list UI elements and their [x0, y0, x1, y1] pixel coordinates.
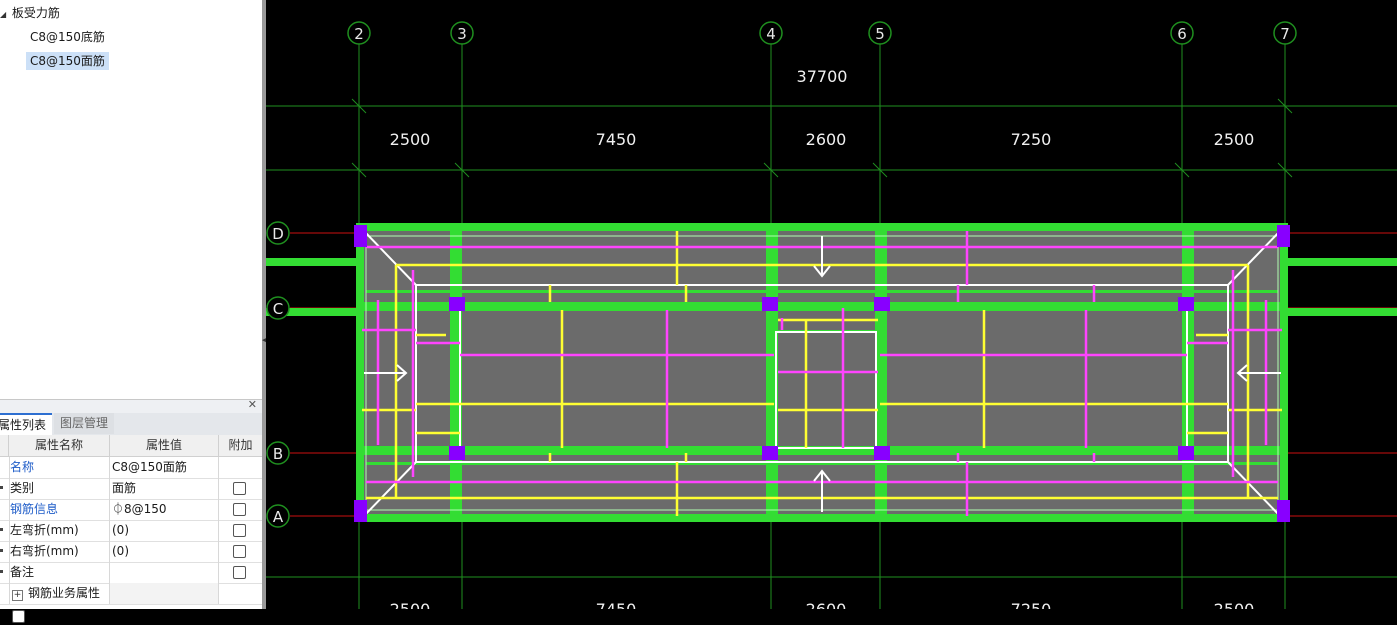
header-extra: 附加: [219, 435, 263, 457]
segment-dimension-bottom: 2600: [806, 600, 847, 609]
tab-layers[interactable]: 图层管理: [54, 413, 115, 434]
property-row-name[interactable]: 名称 C8@150面筋: [0, 457, 262, 479]
component-tree: ◢ 板受力筋 C8@150底筋 C8@150面筋: [0, 0, 262, 398]
expand-plus-icon[interactable]: +: [12, 590, 23, 601]
property-value[interactable]: (0): [112, 523, 129, 537]
tab-properties[interactable]: 属性列表: [0, 413, 53, 436]
tree-item-label: C8@150底筋: [30, 30, 105, 44]
extra-checkbox[interactable]: [233, 524, 246, 537]
property-row-category[interactable]: 类别 面筋: [0, 478, 262, 500]
segment-dimension-bottom: 7450: [596, 600, 637, 609]
property-value: [110, 583, 218, 604]
axis-label-6: 6: [1177, 25, 1187, 43]
segment-dimension: 7250: [1011, 130, 1052, 149]
segment-dimension-bottom: 2500: [1214, 600, 1255, 609]
header-name: 属性名称: [9, 435, 110, 457]
property-row-business[interactable]: + 钢筋业务属性: [0, 583, 262, 605]
columns: [354, 225, 1290, 522]
dimension-lines: [266, 98, 1397, 578]
grid-corner: [0, 435, 9, 457]
axis-label-D: D: [272, 225, 284, 243]
vertical-axis-bubbles: 2 3 4 5 6 7: [347, 21, 1297, 45]
property-grid: 属性名称 属性值 附加 名称 C8@150面筋 类别 面筋 钢筋信息 ⏀8@15…: [0, 435, 263, 623]
axis-label-5: 5: [875, 25, 885, 43]
cad-drawing-canvas[interactable]: 2 3 4 5 6 7 D C B A 37700 2500 7450 2600…: [266, 0, 1397, 609]
property-label: 类别: [10, 481, 35, 495]
extra-checkbox[interactable]: [233, 503, 246, 516]
collapse-handle-icon[interactable]: ◀: [262, 336, 268, 344]
tree-root[interactable]: ◢ 板受力筋: [0, 4, 60, 24]
extra-checkbox[interactable]: [233, 482, 246, 495]
tree-item-bottom-rebar[interactable]: C8@150底筋: [26, 28, 109, 46]
property-row-right-bend[interactable]: 右弯折(mm) (0): [0, 541, 262, 563]
axis-label-7: 7: [1280, 25, 1290, 43]
property-label: 备注: [10, 565, 35, 579]
property-label: 右弯折(mm): [10, 544, 79, 558]
property-group-label: + 钢筋业务属性: [12, 583, 108, 604]
property-row-rebar-info[interactable]: 钢筋信息 ⏀8@150: [0, 499, 262, 521]
axis-label-3: 3: [457, 25, 467, 43]
dimension-texts: 37700 2500 7450 2600 7250 2500 2500 7450…: [390, 67, 1255, 609]
axis-label-4: 4: [766, 25, 776, 43]
property-value[interactable]: [112, 562, 216, 583]
panel-splitter[interactable]: ◀: [262, 0, 268, 609]
panel-header: ✕: [0, 398, 262, 414]
extra-checkbox[interactable]: [233, 566, 246, 579]
segment-dimension-bottom: 2500: [390, 600, 431, 609]
segment-dimension-bottom: 7250: [1011, 600, 1052, 609]
property-value[interactable]: (0): [112, 544, 129, 558]
left-panel: ◢ 板受力筋 C8@150底筋 C8@150面筋 ✕ 属性列表 图层管理 属性名…: [0, 0, 263, 623]
property-value[interactable]: 面筋: [112, 481, 137, 495]
tree-item-top-rebar[interactable]: C8@150面筋: [26, 52, 109, 70]
segment-dimension: 2500: [1214, 130, 1255, 149]
property-label: 钢筋信息: [10, 502, 59, 516]
segment-dimension: 2500: [390, 130, 431, 149]
property-row-left-bend[interactable]: 左弯折(mm) (0): [0, 520, 262, 542]
axis-label-B: B: [273, 445, 283, 463]
extra-checkbox[interactable]: [233, 545, 246, 558]
property-label: 名称: [10, 460, 35, 474]
property-label: 左弯折(mm): [10, 523, 79, 537]
header-value: 属性值: [110, 435, 219, 457]
external-beams: [266, 258, 1397, 316]
row-checkbox[interactable]: [12, 610, 25, 623]
axis-label-C: C: [273, 300, 283, 318]
property-value[interactable]: ⏀8@150: [112, 502, 167, 516]
total-dimension: 37700: [797, 67, 848, 86]
tree-item-label: C8@150面筋: [30, 54, 105, 68]
axis-label-A: A: [273, 508, 284, 526]
property-row-remark[interactable]: 备注: [0, 562, 262, 584]
tree-root-label: 板受力筋: [11, 6, 60, 20]
collapse-arrow-icon[interactable]: ◢: [0, 10, 7, 19]
axis-label-2: 2: [354, 25, 364, 43]
segment-dimension: 2600: [806, 130, 847, 149]
close-icon[interactable]: ✕: [247, 398, 257, 411]
property-value[interactable]: C8@150面筋: [112, 460, 187, 474]
property-row-partial: [0, 604, 262, 625]
horizontal-axis-bubbles: D C B A: [266, 221, 290, 528]
panel-tabs: 属性列表 图层管理: [0, 413, 262, 436]
segment-dimension: 7450: [596, 130, 637, 149]
property-label: 钢筋业务属性: [28, 586, 101, 600]
direction-arrow-icons: [364, 236, 1281, 512]
